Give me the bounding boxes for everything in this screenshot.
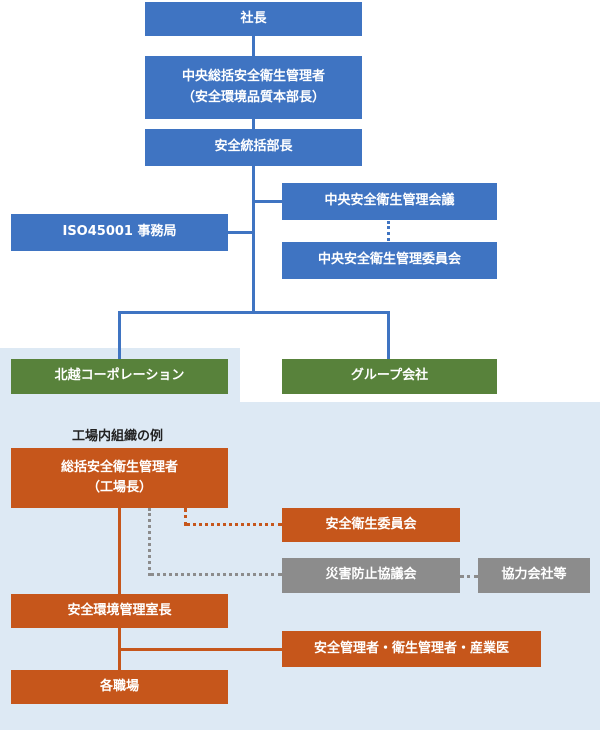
connector-factory-trunk-2 (118, 628, 121, 670)
connector-to-iso (228, 231, 253, 234)
dotted-to-committee-h (186, 523, 282, 526)
factory-manager-label-line2: （工場長） (86, 480, 152, 495)
iso-office-label: ISO45001 事務局 (62, 224, 177, 240)
safety-committee-box: 安全衛生委員会 (282, 508, 460, 542)
workplaces-label: 各職場 (99, 678, 139, 694)
env-office-head-label: 安全環境管理室長 (67, 602, 172, 618)
hokuetsu-corp-box: 北越コーポレーション (11, 359, 228, 394)
connector-to-group (387, 312, 390, 359)
chief-manager-box: 中央総括安全衛生管理者 （安全環境品質本部長） (145, 56, 362, 119)
central-committee-box: 中央安全衛生管理委員会 (282, 242, 497, 279)
central-meeting-box: 中央安全衛生管理会議 (282, 183, 497, 220)
connector-director-trunk (252, 166, 255, 313)
connector-chief-director (252, 119, 255, 129)
president-label: 社長 (240, 10, 267, 26)
chief-manager-label-line1: 中央総括安全衛生管理者 (181, 69, 325, 85)
hokuetsu-corp-label: 北越コーポレーション (54, 368, 185, 384)
connector-factory-trunk-1 (118, 508, 121, 594)
workplaces-box: 各職場 (11, 670, 228, 704)
president-box: 社長 (145, 2, 362, 36)
dotted-council-partners (460, 575, 478, 578)
safety-director-box: 安全統括部長 (145, 129, 362, 166)
safety-committee-label: 安全衛生委員会 (325, 516, 417, 532)
central-committee-label: 中央安全衛生管理委員会 (317, 252, 461, 268)
central-meeting-label: 中央安全衛生管理会議 (324, 193, 455, 209)
chief-manager-label-line2: （安全環境品質本部長） (181, 89, 325, 105)
connector-president-chief (252, 36, 255, 56)
dotted-to-council-h (150, 573, 282, 576)
connector-to-meeting (254, 200, 282, 203)
env-office-head-box: 安全環境管理室長 (11, 594, 228, 628)
dotted-meeting-committee (387, 221, 390, 241)
iso-office-box: ISO45001 事務局 (11, 214, 228, 251)
partner-companies-box: 協力会社等 (478, 558, 590, 593)
managers-label: 安全管理者・衛生管理者・産業医 (313, 640, 509, 656)
partner-companies-label: 協力会社等 (501, 567, 567, 583)
connector-to-managers (120, 648, 282, 651)
factory-caption: 工場内組織の例 (72, 429, 164, 444)
connector-branch-horizontal (118, 311, 390, 314)
factory-manager-box: 総括安全衛生管理者 （工場長） (11, 448, 228, 508)
factory-manager-label-line1: 総括安全衛生管理者 (60, 459, 178, 475)
disaster-council-label: 災害防止協議会 (325, 567, 417, 583)
connector-to-hokuetsu (118, 312, 121, 359)
group-companies-label: グループ会社 (350, 368, 429, 384)
managers-box: 安全管理者・衛生管理者・産業医 (282, 631, 541, 667)
dotted-to-council-v (148, 508, 151, 576)
dotted-to-committee-v (184, 508, 187, 526)
group-companies-box: グループ会社 (282, 359, 497, 394)
disaster-council-box: 災害防止協議会 (282, 558, 460, 593)
safety-director-label: 安全統括部長 (214, 139, 293, 155)
